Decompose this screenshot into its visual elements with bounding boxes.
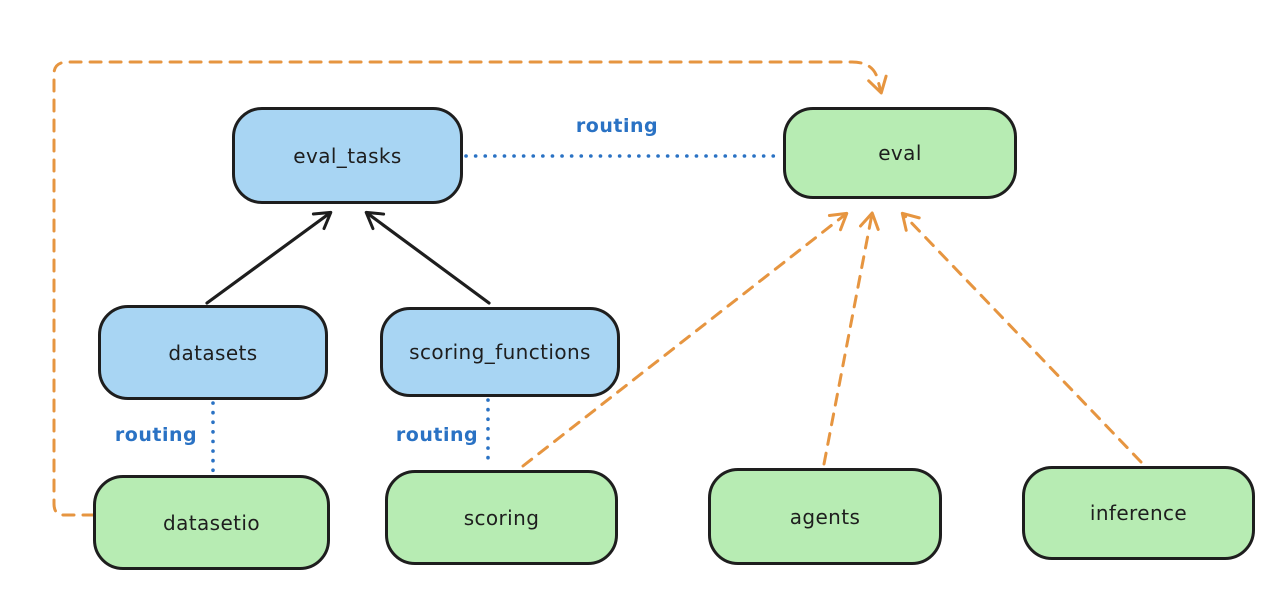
node-eval-tasks-label: eval_tasks (293, 143, 402, 168)
node-scoring-label: scoring (463, 505, 540, 530)
edge-agents-to-eval (822, 211, 880, 466)
node-agents-label: agents (789, 504, 861, 529)
node-agents: agents (708, 468, 942, 565)
edge-scoring-functions-to-eval-tasks (364, 210, 491, 305)
node-inference-label: inference (1089, 501, 1188, 525)
node-scoring-functions-label: scoring_functions (409, 340, 591, 364)
node-scoring: scoring (385, 470, 618, 565)
node-datasetio-label: datasetio (162, 510, 260, 535)
edge-datasetio-to-eval (52, 60, 888, 517)
edge-label-routing-datasets: routing (114, 424, 198, 446)
edge-inference-to-eval (900, 211, 1143, 464)
edge-label-routing-scoring: routing (395, 424, 479, 446)
edge-label-routing-top: routing (575, 115, 659, 137)
node-datasetio: datasetio (93, 475, 330, 570)
node-inference: inference (1022, 466, 1255, 560)
node-scoring-functions: scoring_functions (380, 307, 620, 397)
node-datasets-label: datasets (168, 340, 258, 365)
node-eval-tasks: eval_tasks (232, 107, 463, 204)
node-eval: eval (783, 107, 1017, 199)
edge-datasets-to-eval-tasks (205, 210, 333, 305)
node-eval-label: eval (878, 141, 922, 165)
node-datasets: datasets (98, 305, 328, 400)
